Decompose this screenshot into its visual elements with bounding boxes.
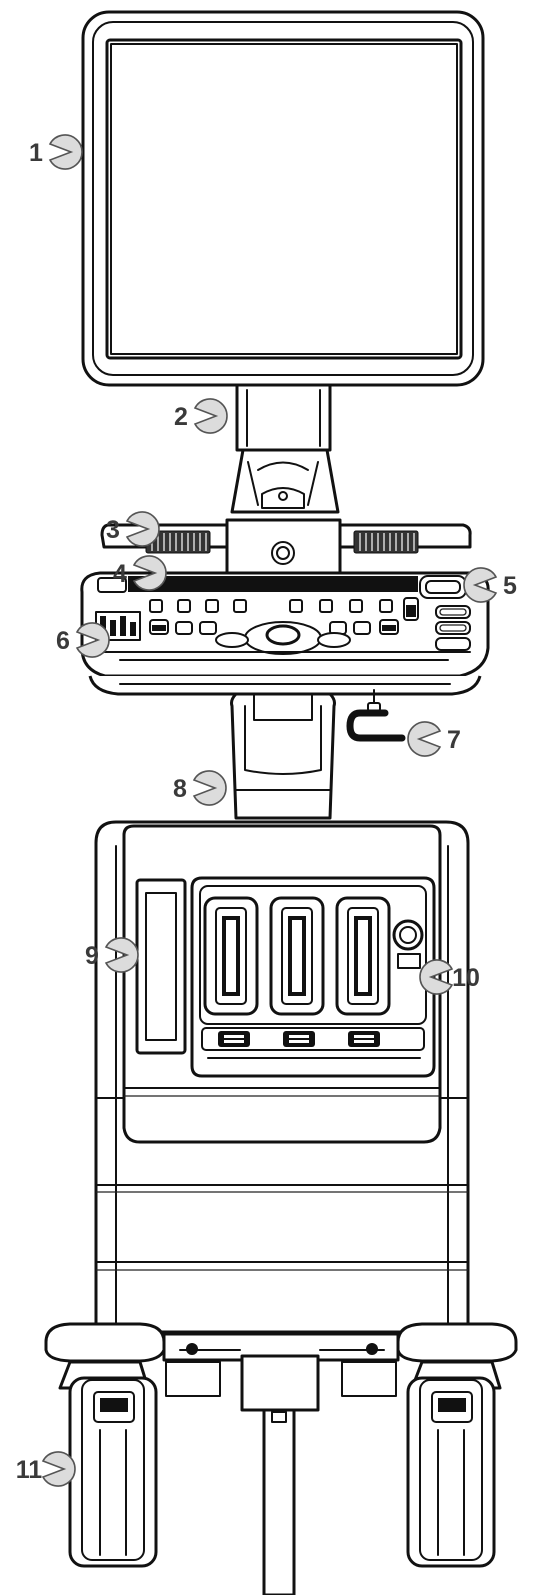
callout-marker: [104, 937, 139, 973]
callout-2: 2: [174, 398, 228, 434]
probe-socket: [203, 896, 259, 1016]
callout-number: 7: [447, 726, 461, 754]
probe-socket: [269, 896, 325, 1016]
callout-marker: [407, 721, 442, 757]
callout-number: 11: [16, 1456, 43, 1484]
callout-11: 11: [16, 1451, 76, 1487]
callout-marker: [463, 567, 498, 603]
control-panel: [80, 571, 490, 696]
caster-left: [58, 1360, 158, 1568]
callout-number: 4: [113, 560, 127, 588]
callout-8: 8: [173, 770, 227, 806]
callout-marker: [75, 622, 110, 658]
callout-number: 10: [452, 964, 480, 992]
callout-number: 3: [106, 516, 120, 544]
callout-1: 1: [29, 134, 83, 170]
callout-marker: [125, 511, 160, 547]
callout-3: 3: [106, 511, 160, 547]
control-panel-top: [100, 518, 472, 582]
callout-10: 10: [419, 959, 480, 995]
callout-number: 8: [173, 775, 187, 803]
callouts: 1 2 3 4 5 6 7 8 9 10 11: [16, 134, 517, 1487]
callout-marker: [193, 398, 228, 434]
callout-marker: [41, 1451, 76, 1487]
callout-number: 6: [56, 627, 70, 655]
callout-number: 1: [29, 139, 43, 167]
callout-4: 4: [113, 555, 167, 591]
main-body: [94, 820, 470, 1334]
callout-number: 9: [85, 942, 99, 970]
probe-socket: [335, 896, 391, 1016]
callout-marker: [48, 134, 83, 170]
callout-marker: [419, 959, 454, 995]
callout-number: 2: [174, 403, 188, 431]
caster-right: [406, 1360, 502, 1568]
base-and-casters: [44, 1322, 518, 1595]
callout-6: 6: [56, 622, 110, 658]
callout-marker: [132, 555, 167, 591]
probe-cable-hook: [346, 689, 406, 742]
callout-number: 5: [503, 572, 517, 600]
callout-7: 7: [407, 721, 461, 757]
callout-marker: [192, 770, 227, 806]
callout-9: 9: [85, 937, 139, 973]
lift-column: [230, 692, 336, 820]
callout-5: 5: [463, 567, 517, 603]
monitor: [81, 10, 485, 387]
monitor-arm: [230, 383, 340, 514]
